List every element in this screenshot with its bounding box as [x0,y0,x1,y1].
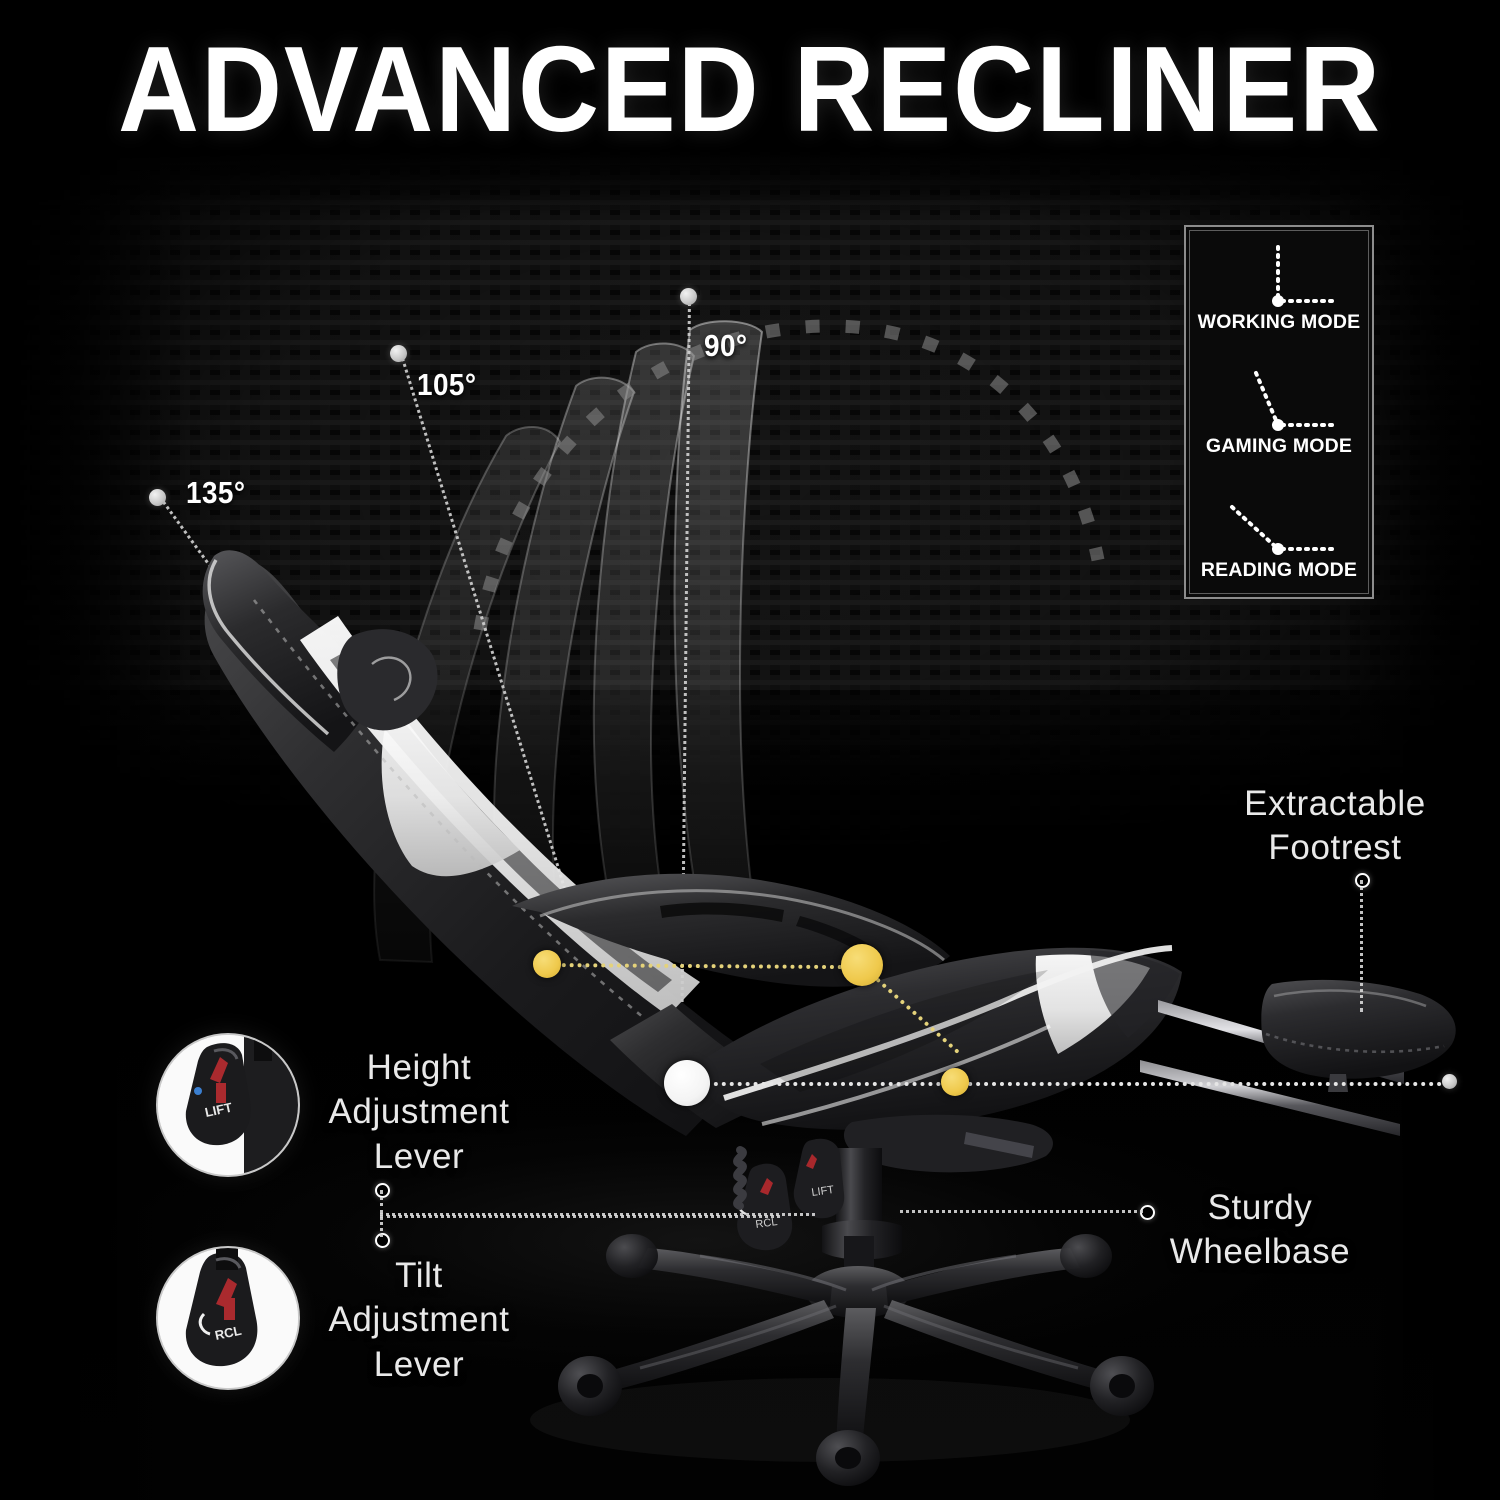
height-lever-photo-bubble: LIFT [158,1035,298,1175]
reading-mode-glyph [1190,491,1368,559]
legend-label-working-mode: WORKING MODE [1197,311,1361,333]
pivot-dot-recline-axis [664,1060,710,1106]
angle-ray-cap-105 [390,345,407,362]
height-lever-inset-image: LIFT [158,1035,298,1175]
height-adjustment-lever-on-chair: LIFT [793,1138,845,1219]
caster-wheel [606,1234,658,1278]
wheelbase-label: Sturdy Wheelbase [1169,1188,1351,1272]
legend-item-working-mode: WORKING MODE [1190,243,1368,334]
tilt-lever-inset-image: RCL [158,1248,298,1388]
svg-text:LIFT: LIFT [811,1184,835,1199]
tilt-lever-photo-bubble: RCL [158,1248,298,1388]
angle-ray-cap-135 [149,489,166,506]
caster-wheel [558,1356,622,1416]
working-mode-glyph [1190,243,1368,311]
seat-baseline [690,1082,1450,1086]
legend-item-gaming-mode: GAMING MODE [1190,367,1368,458]
angle-label-90: 90° [704,328,748,363]
tilt-lever-leader-stub [380,1217,383,1237]
tilt-mechanism-housing [843,1114,1053,1173]
legend-item-reading-mode: READING MODE [1190,491,1368,582]
legend-label-gaming-mode: GAMING MODE [1205,435,1353,457]
height-lever-leader-stub [380,1190,383,1214]
caster-wheel [816,1430,880,1486]
background-top-fade [0,0,1500,215]
svg-text:RCL: RCL [214,1323,243,1343]
tilt-lever-label: Tilt Adjustment Lever [328,1256,510,1384]
caster-wheel [1090,1356,1154,1416]
tilt-lever-leader-line [380,1215,780,1218]
footrest-label: Extractable Footrest [1244,784,1426,868]
svg-text:RCL: RCL [755,1216,778,1231]
height-lever-leader-line [380,1213,815,1216]
page-title: ADVANCED RECLINER [118,21,1382,157]
footrest-leader-line [1360,880,1363,1012]
angle-label-135: 135° [186,475,246,510]
svg-text:LIFT: LIFT [204,1100,234,1120]
pivot-dot-seat-front [941,1068,969,1096]
caster-wheel [1060,1234,1112,1278]
sturdy-wheelbase [558,1234,1154,1486]
pivot-dot-seat-center [841,944,883,986]
wheelbase-leader-line [900,1210,1143,1213]
tilt-adjustment-lever-on-chair: RCL [737,1163,793,1251]
gaming-mode-glyph [1190,367,1368,435]
angle-ray-cap-90 [680,288,697,305]
recline-spring [733,1146,747,1210]
background-left-fade [0,0,190,1500]
legend-label-reading-mode: READING MODE [1200,559,1358,581]
height-lever-label: Height Adjustment Lever [328,1048,510,1176]
seat-baseline-cap [1442,1074,1457,1089]
mode-legend-inner-frame: WORKING MODE GAMING MODE [1189,230,1369,594]
mode-legend-panel: WORKING MODE GAMING MODE [1184,225,1374,599]
angle-label-105: 105° [417,367,477,402]
pivot-dot-armrest [533,950,561,978]
extractable-footrest [1140,979,1456,1136]
chair-armrest [512,873,950,987]
